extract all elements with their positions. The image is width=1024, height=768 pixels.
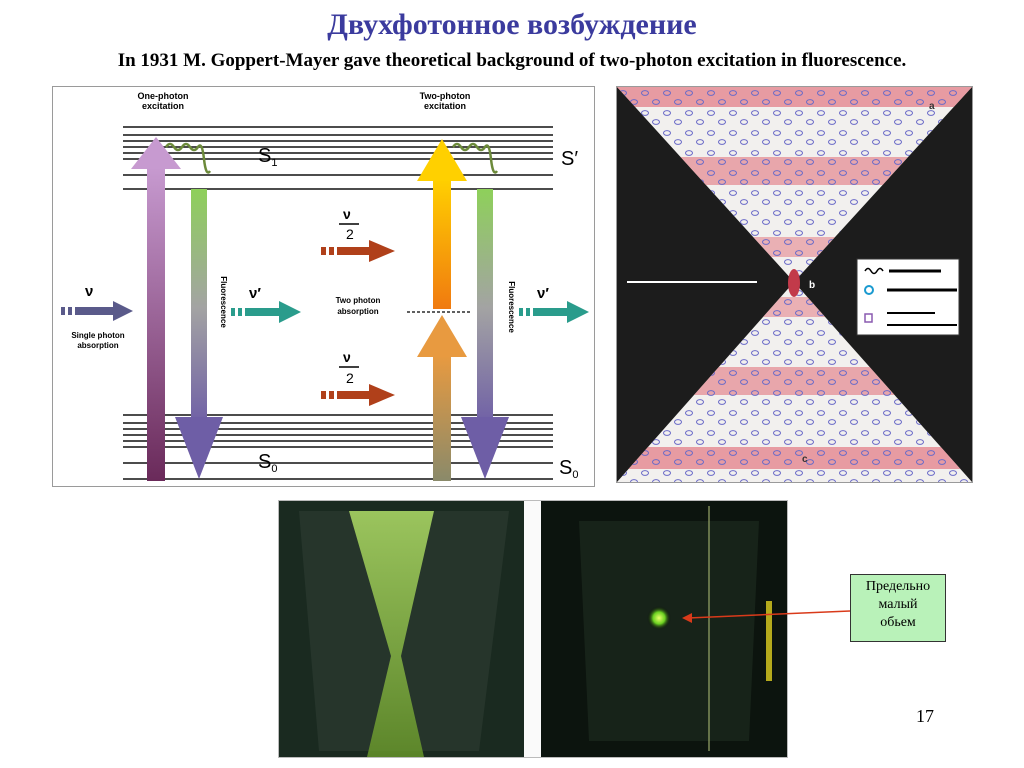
callout-line-1: Предельно [865,579,931,594]
s0-label-left: S0 [258,451,277,475]
one-photon-label-1: One-photon [138,91,189,101]
label-b: b [809,280,815,291]
callout-line-2: малый [878,597,918,612]
focal-spot [788,269,800,297]
callout-line-3: обьем [880,615,916,630]
focused-beam-illustration: a b c [616,86,973,483]
laser-arrow-bottom [321,384,395,406]
nu-bottom: ν [343,349,351,365]
fluorescence-arrow-right [461,189,509,479]
relaxation-wave-left [164,142,212,174]
s1-label: S1 [258,145,277,169]
slide-subtitle: In 1931 M. Goppert-Mayer gave theoretica… [117,50,907,71]
half-top: 2 [346,226,354,242]
two-photon-arrow-bottom [417,315,467,481]
half-bottom: 2 [346,370,354,386]
emission-arrow-right [519,301,589,323]
one-photon-cone [349,511,434,757]
slide-title: Двухфотонное возбуждение [327,8,697,41]
two-photon-label-1: Two-photon [420,91,471,101]
s1-levels [123,126,553,190]
fluorescence-arrow-left [175,189,223,479]
nu-left: ν [85,283,93,300]
s0-label-right: S0 [559,457,578,481]
single-photon-label-1: Single photon [71,331,124,340]
two-photon-spot [647,606,671,630]
emission-arrow-left [231,301,301,323]
beam-svg: a b c [617,87,972,482]
fluorescence-text-left: Fluorescence [219,276,228,328]
laser-arrow-top [321,240,395,262]
callout-arrow [687,610,851,619]
fluorescence-photos [278,500,788,758]
label-c: c [802,454,808,465]
two-photon-absorption-label-1: Two photon [336,296,381,305]
page-number: 17 [916,706,934,726]
callout-box: Предельно малый обьем [850,574,946,642]
s1-prime-label: S′ [561,148,578,170]
nu-prime-left: ν′ [249,285,261,302]
beam-legend [856,258,960,336]
nu-top: ν [343,206,351,222]
photos-svg [279,501,787,757]
relaxation-wave-right [451,142,499,174]
energy-level-diagram: One-photon excitation Two-photon excitat… [52,86,595,487]
one-photon-label-2: excitation [142,101,184,111]
energy-diagram-svg: One-photon excitation Two-photon excitat… [61,91,589,481]
incoming-photon-arrow [61,301,133,321]
label-a: a [929,101,935,112]
nu-prime-right: ν′ [537,285,549,302]
one-photon-absorption-arrow [131,137,181,481]
two-photon-arrow-top [417,139,467,309]
fluorescence-text-right: Fluorescence [507,281,516,333]
two-photon-absorption-label-2: absorption [337,307,378,316]
single-photon-label-2: absorption [77,341,118,350]
two-photon-label-2: excitation [424,101,466,111]
callout-arrowhead [682,613,692,623]
